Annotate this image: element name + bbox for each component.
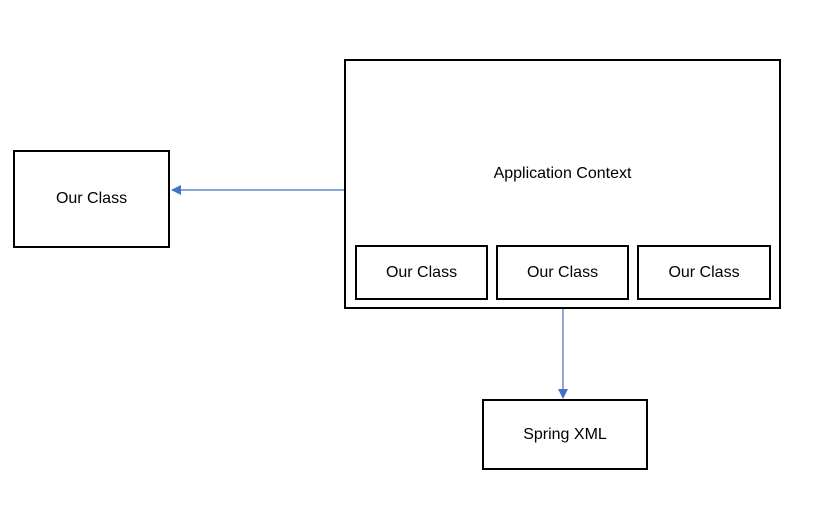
inner-class-label-3: Our Class [668, 263, 740, 281]
spring-xml-label: Spring XML [523, 425, 607, 443]
inner-class-label-1: Our Class [385, 263, 458, 281]
application-context-label: Application Context [493, 165, 632, 182]
inner-class-node-2: Our Class [496, 245, 629, 300]
inner-class-node-3: Our Class [637, 245, 771, 300]
left-class-node: Our Class [13, 150, 170, 248]
inner-class-node-1: Our Class [355, 245, 488, 300]
left-class-label: Our Class [55, 190, 128, 207]
inner-class-label-2: Our Class [526, 263, 599, 281]
spring-xml-node: Spring XML [482, 399, 648, 470]
